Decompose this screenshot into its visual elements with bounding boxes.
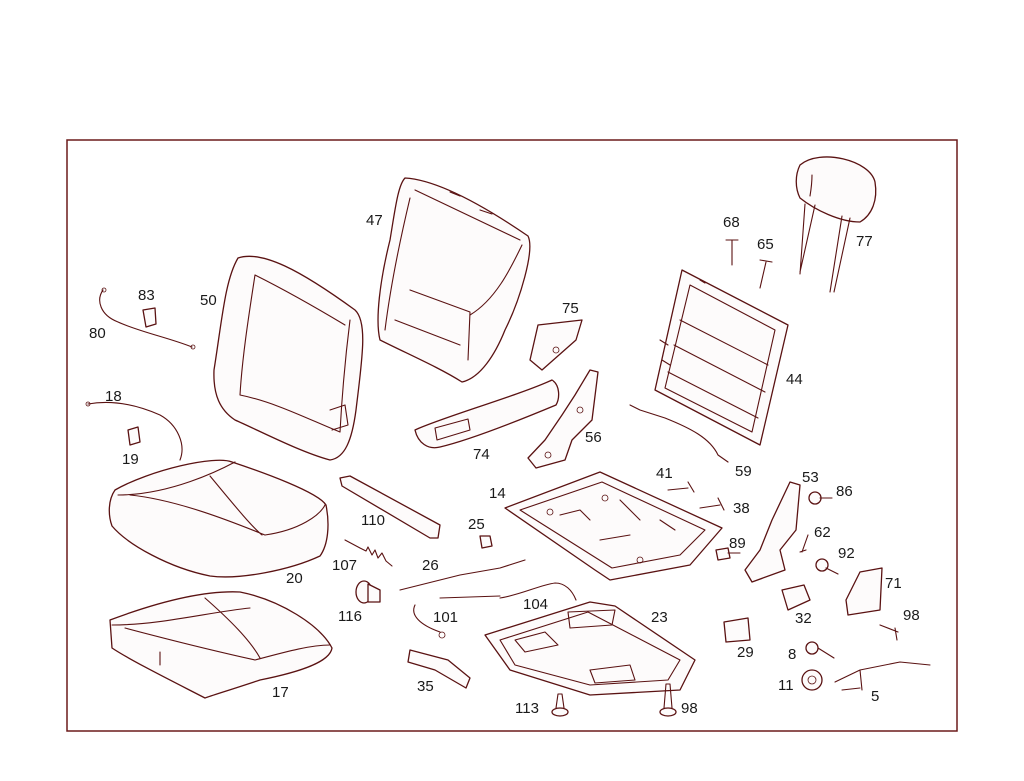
- part-107-spring: [344, 539, 393, 567]
- callout-104: 104: [523, 596, 548, 613]
- part-14-seat-frame: [504, 471, 723, 581]
- part-32-bracket: [781, 584, 811, 611]
- callout-110: 110: [361, 512, 385, 529]
- callout-83: 83: [138, 287, 155, 304]
- callout-86: 86: [836, 483, 853, 500]
- callout-44: 44: [786, 371, 803, 388]
- callout-26: 26: [422, 557, 439, 574]
- callout-20: 20: [286, 570, 303, 587]
- callout-116: 116: [338, 608, 362, 625]
- part-8-bolt: [805, 641, 835, 659]
- callout-53: 53: [802, 469, 819, 486]
- part-80-cable: [99, 289, 193, 348]
- callout-56: 56: [585, 429, 602, 446]
- part-68-bolt: [725, 239, 739, 266]
- callout-19: 19: [122, 451, 139, 468]
- callout-14: 14: [489, 485, 506, 502]
- part-47-seat-back-shell: [377, 177, 531, 383]
- callout-25: 25: [468, 516, 485, 533]
- part-98-screw-right: [879, 624, 899, 641]
- part-11-nut: [801, 669, 823, 691]
- callout-38: 38: [733, 500, 750, 517]
- part-83-clip: [142, 307, 157, 328]
- callout-59: 59: [735, 463, 752, 480]
- callout-77: 77: [856, 233, 873, 250]
- part-17-seat-cushion-base: [109, 591, 333, 699]
- part-53-side-bracket: [744, 481, 801, 583]
- callout-17: 17: [272, 684, 289, 701]
- callout-80: 80: [89, 325, 106, 342]
- part-113-screw: [551, 693, 569, 717]
- part-38-bolt: [699, 497, 725, 511]
- callout-98-right: 98: [903, 607, 920, 624]
- part-50-seat-back-cushion: [213, 255, 364, 461]
- part-26-cable: [399, 559, 526, 591]
- callout-71: 71: [885, 575, 902, 592]
- part-35-lever: [407, 649, 471, 689]
- part-74-side-trim: [414, 379, 560, 449]
- callout-107: 107: [332, 557, 357, 574]
- part-56-recliner: [527, 369, 599, 469]
- part-101-cable: [413, 595, 501, 633]
- part-75-bracket: [529, 319, 583, 371]
- callout-23: 23: [651, 609, 668, 626]
- callout-68: 68: [723, 214, 740, 231]
- part-98-screw-bottom: [659, 683, 677, 717]
- callout-47: 47: [366, 212, 383, 229]
- part-89-bolt: [715, 547, 741, 561]
- part-104-cable: [499, 582, 577, 601]
- diagram-frame: [66, 139, 958, 732]
- part-62-pin: [799, 534, 809, 553]
- part-18-cable: [87, 401, 183, 461]
- callout-8: 8: [788, 646, 796, 663]
- callout-50: 50: [200, 292, 217, 309]
- part-116-knob: [355, 580, 381, 604]
- part-20-seat-cushion: [108, 459, 329, 578]
- callout-113: 113: [515, 700, 539, 717]
- callout-labels: 47 50 83 80 18 19 68 65 77 75 44 56 74 5…: [89, 212, 920, 717]
- part-19-clip: [127, 426, 141, 446]
- callout-32: 32: [795, 610, 812, 627]
- part-5-lever: [834, 661, 931, 691]
- callout-101: 101: [433, 609, 458, 626]
- part-77-headrest: [795, 156, 877, 293]
- part-59-rod: [629, 404, 729, 463]
- callout-62: 62: [814, 524, 831, 541]
- part-110-rail: [339, 475, 441, 539]
- part-92-bolt: [815, 558, 839, 575]
- part-71-cover: [845, 567, 883, 616]
- callout-98-bottom: 98: [681, 700, 698, 717]
- part-25-screw: [479, 535, 493, 549]
- callout-5: 5: [871, 688, 879, 705]
- part-41-bolt: [667, 481, 695, 493]
- callout-29: 29: [737, 644, 754, 661]
- callout-35: 35: [417, 678, 434, 695]
- part-65-bolt: [759, 259, 773, 289]
- callout-92: 92: [838, 545, 855, 562]
- part-23-seat-pan: [484, 601, 696, 696]
- callout-11: 11: [778, 677, 794, 694]
- callout-89: 89: [729, 535, 746, 552]
- callout-41: 41: [656, 465, 673, 482]
- callout-65: 65: [757, 236, 774, 253]
- callout-74: 74: [473, 446, 490, 463]
- part-44-backrest-frame: [654, 269, 789, 446]
- part-29-bracket: [723, 617, 751, 643]
- callout-75: 75: [562, 300, 579, 317]
- callout-18: 18: [105, 388, 122, 405]
- part-86-bolt: [808, 491, 833, 505]
